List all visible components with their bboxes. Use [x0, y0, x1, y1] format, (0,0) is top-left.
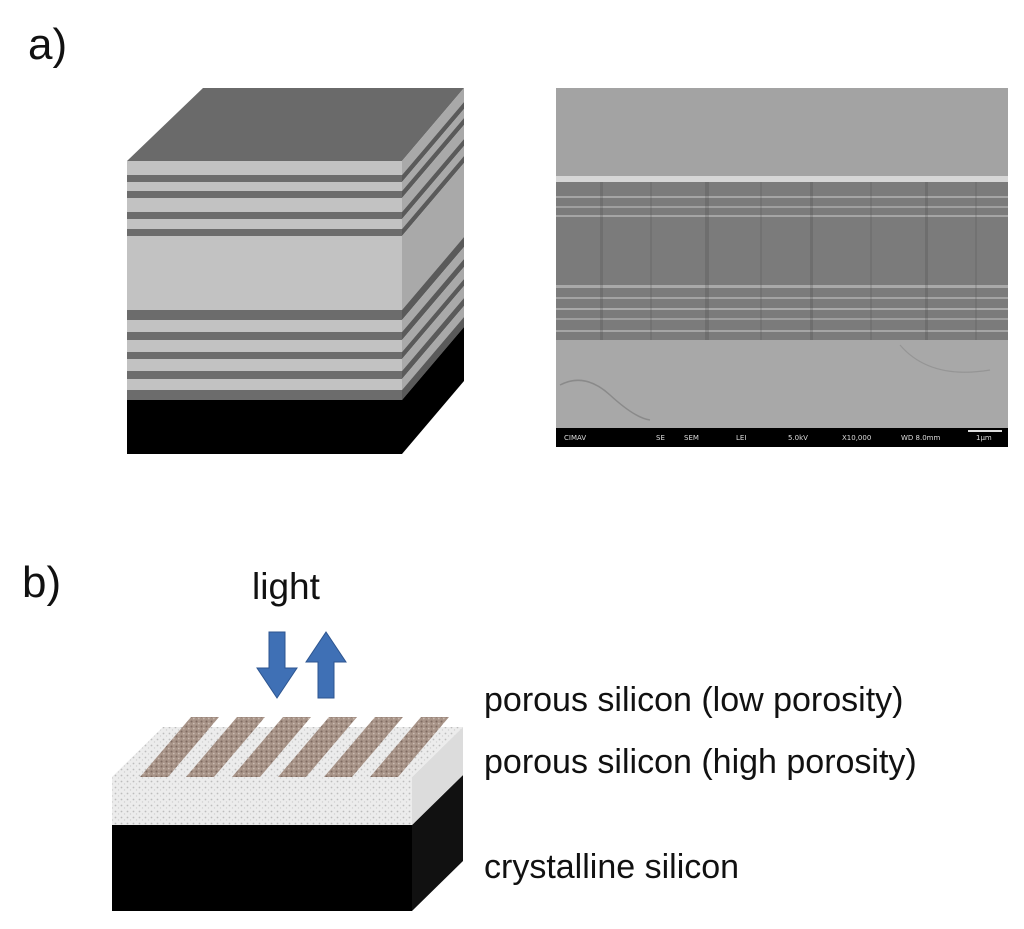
- sem-lab: CIMAV: [564, 434, 587, 442]
- sem-voltage: 5.0kV: [788, 434, 808, 442]
- sem-film-cross-section: [556, 182, 1008, 340]
- sem-working-distance: WD 8.0mm: [901, 434, 941, 442]
- high-porosity-side: [412, 727, 463, 825]
- cube-substrate-side: [402, 327, 464, 454]
- cube-substrate-front: [127, 400, 402, 454]
- crystalline-substrate-side: [412, 775, 463, 911]
- sem-film-surface: [556, 176, 1008, 182]
- arrow-up-icon: [305, 631, 347, 699]
- sem-background-top: [556, 88, 1008, 178]
- light-label: light: [252, 566, 320, 607]
- sem-field1: SE: [656, 434, 665, 442]
- high-porosity-front: [112, 777, 412, 825]
- low-porosity-stripes: [140, 717, 449, 777]
- layer-label-low-porosity: porous silicon (low porosity): [484, 681, 904, 719]
- sem-substrate: [556, 340, 1008, 428]
- light-arrows: [256, 631, 347, 699]
- cube-top-face: [127, 88, 464, 161]
- cube-side-stripes: [402, 88, 464, 454]
- porous-silicon-structure: [112, 631, 463, 911]
- sem-magnification: X10,000: [842, 434, 872, 442]
- sem-field2: SEM: [684, 434, 699, 442]
- crystalline-substrate-front: [112, 825, 412, 911]
- sem-film-layer-lines: [556, 196, 1008, 332]
- layer-label-crystalline: crystalline silicon: [484, 848, 740, 886]
- sem-vertical-texture: [600, 182, 977, 340]
- sem-detector: LEI: [736, 434, 747, 442]
- sem-scale-label: 1µm: [976, 434, 992, 442]
- panel-a-label: a): [28, 20, 68, 69]
- multilayer-cube: [127, 88, 464, 454]
- arrow-down-icon: [256, 631, 298, 699]
- sem-info-bar: CIMAV SE SEM LEI 5.0kV X10,000 WD 8.0mm …: [556, 428, 1008, 447]
- sem-micrograph: [556, 88, 1008, 447]
- sem-scale-bar: [968, 430, 1002, 432]
- panel-b-label: b): [22, 558, 62, 607]
- cube-front-stripes: [127, 161, 402, 454]
- layer-label-high-porosity: porous silicon (high porosity): [484, 743, 917, 781]
